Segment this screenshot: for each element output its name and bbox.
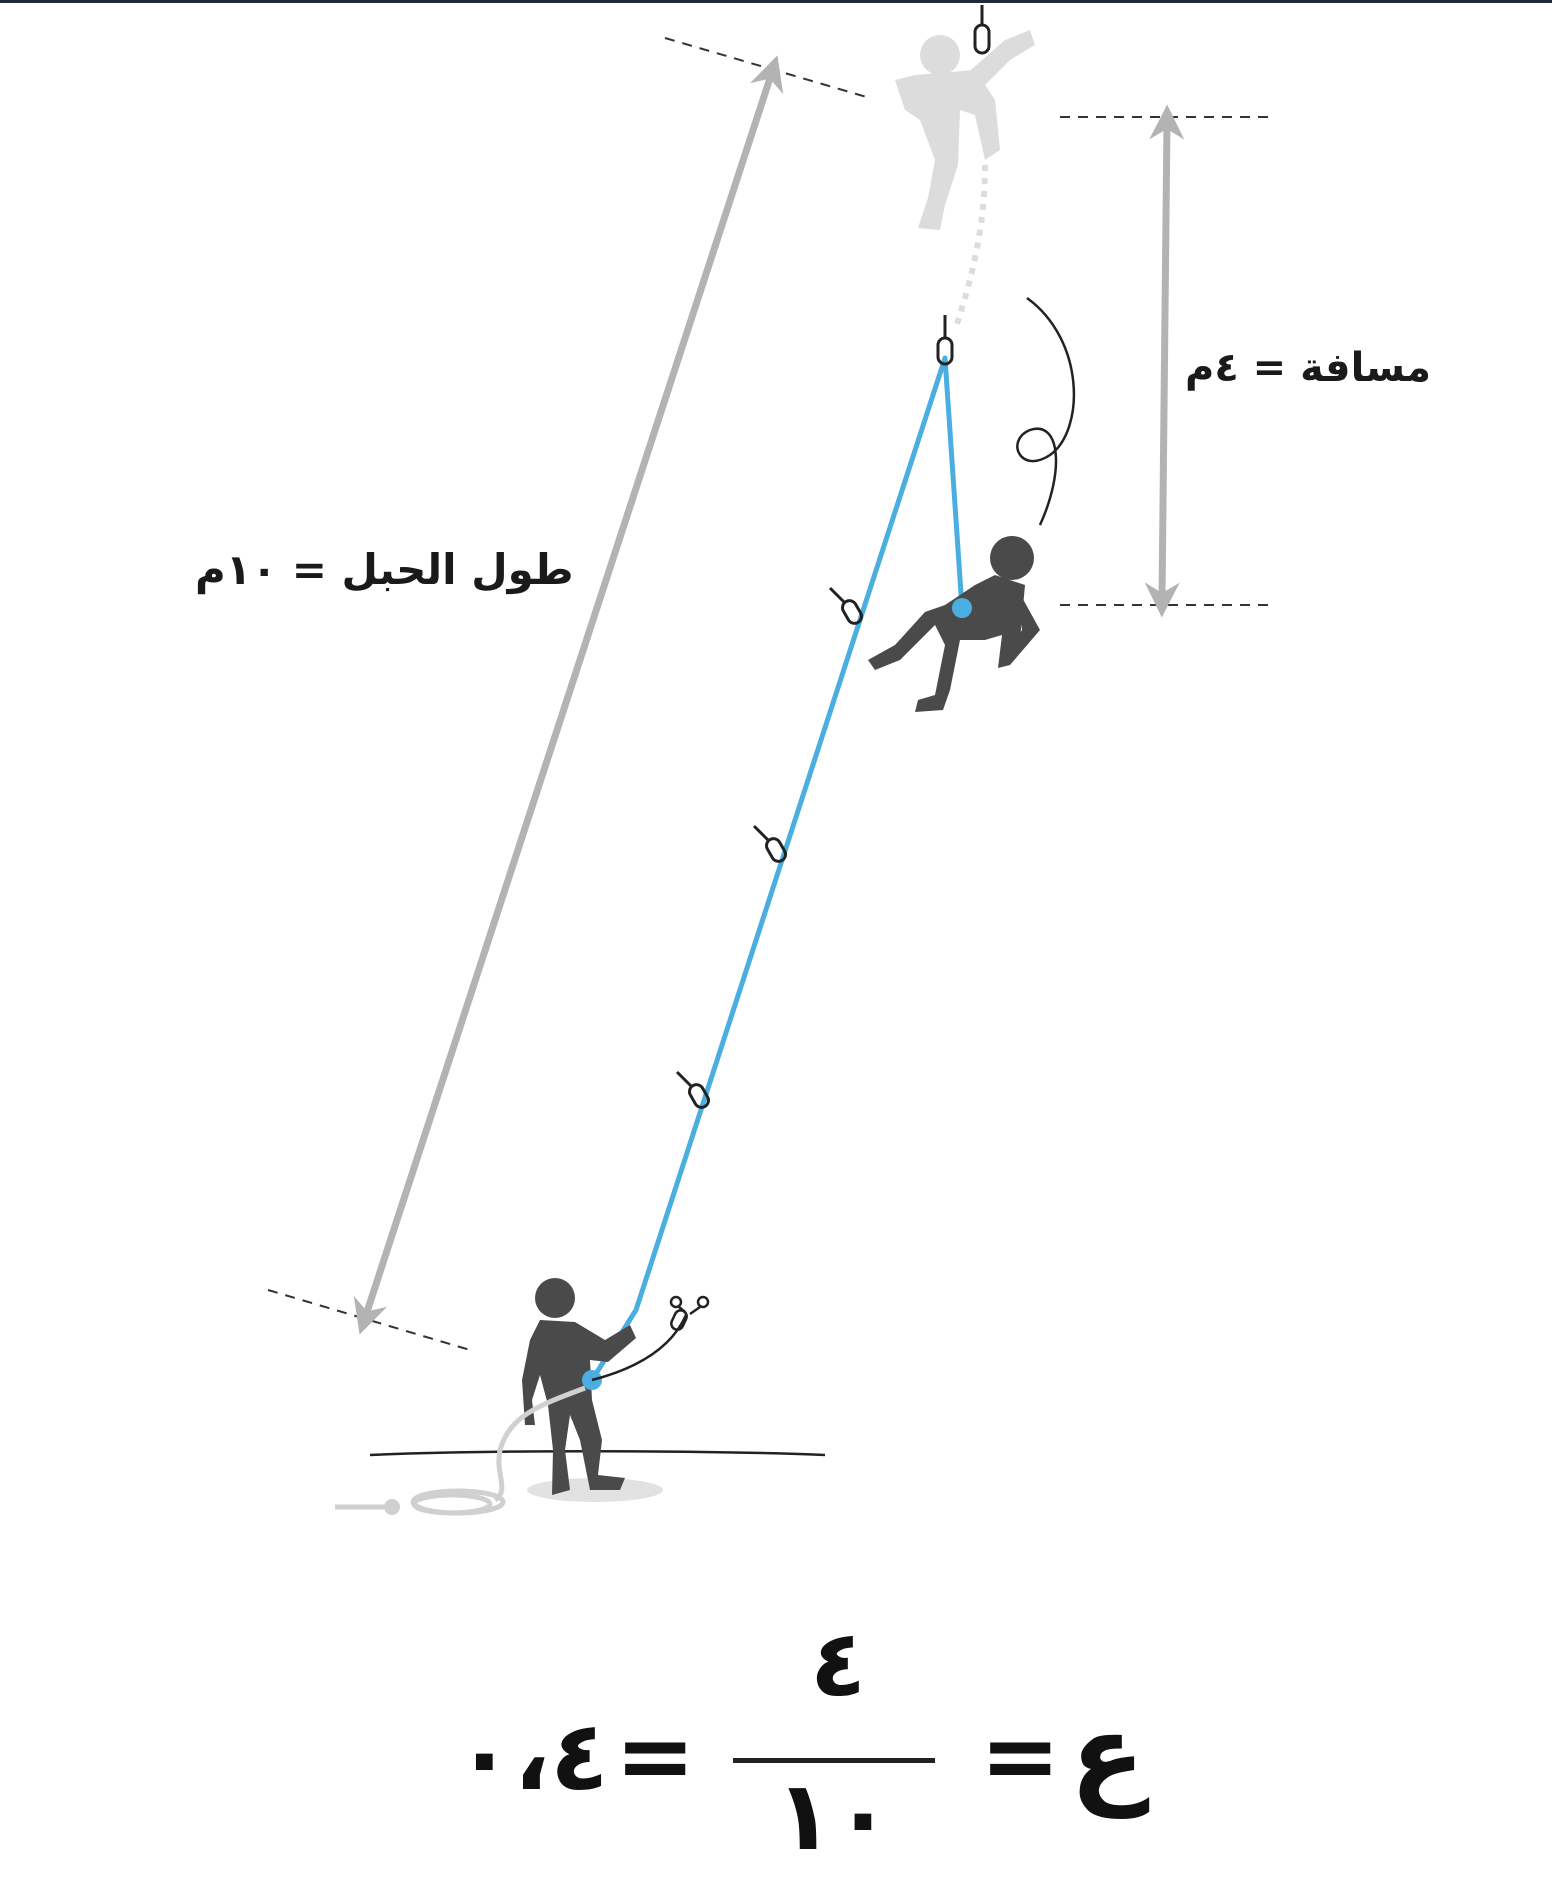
belay-carabiner-icon [669, 1295, 710, 1331]
carabiner-icon [752, 824, 787, 863]
ghost-rope [952, 164, 988, 331]
carabiner-icon [675, 1070, 710, 1109]
equation-variable: ع [1070, 1690, 1146, 1818]
equation-denominator: ١٠ [775, 1760, 893, 1872]
fall-distance-arrow [1144, 104, 1185, 618]
equation-equals-right: = [615, 1700, 696, 1812]
carabiner-icon [828, 586, 863, 625]
fraction-bar [733, 1758, 935, 1763]
top-anchor [936, 315, 954, 366]
top-border [0, 0, 1552, 3]
fall-distance-label: مسافة = ٤م [1185, 345, 1432, 391]
rope-end-knot [384, 1499, 400, 1515]
rope-length-label: طول الحبل = ١٠م [195, 545, 574, 594]
rope [589, 355, 965, 1382]
carabiner-icon [973, 5, 991, 55]
brake-rope [591, 1314, 688, 1382]
climber-ghost-icon [895, 30, 1035, 230]
equation-equals-left: = [980, 1700, 1061, 1812]
equation-result: ٠،٤ [455, 1700, 609, 1812]
loose-rope-curl [1016, 296, 1076, 526]
rope-length-arrow [353, 55, 784, 1335]
belayer-icon [522, 1278, 636, 1495]
equation-numerator: ٤ [810, 1610, 867, 1717]
climber-tie-in-point [952, 598, 972, 618]
climber-falling-icon [868, 536, 1040, 712]
